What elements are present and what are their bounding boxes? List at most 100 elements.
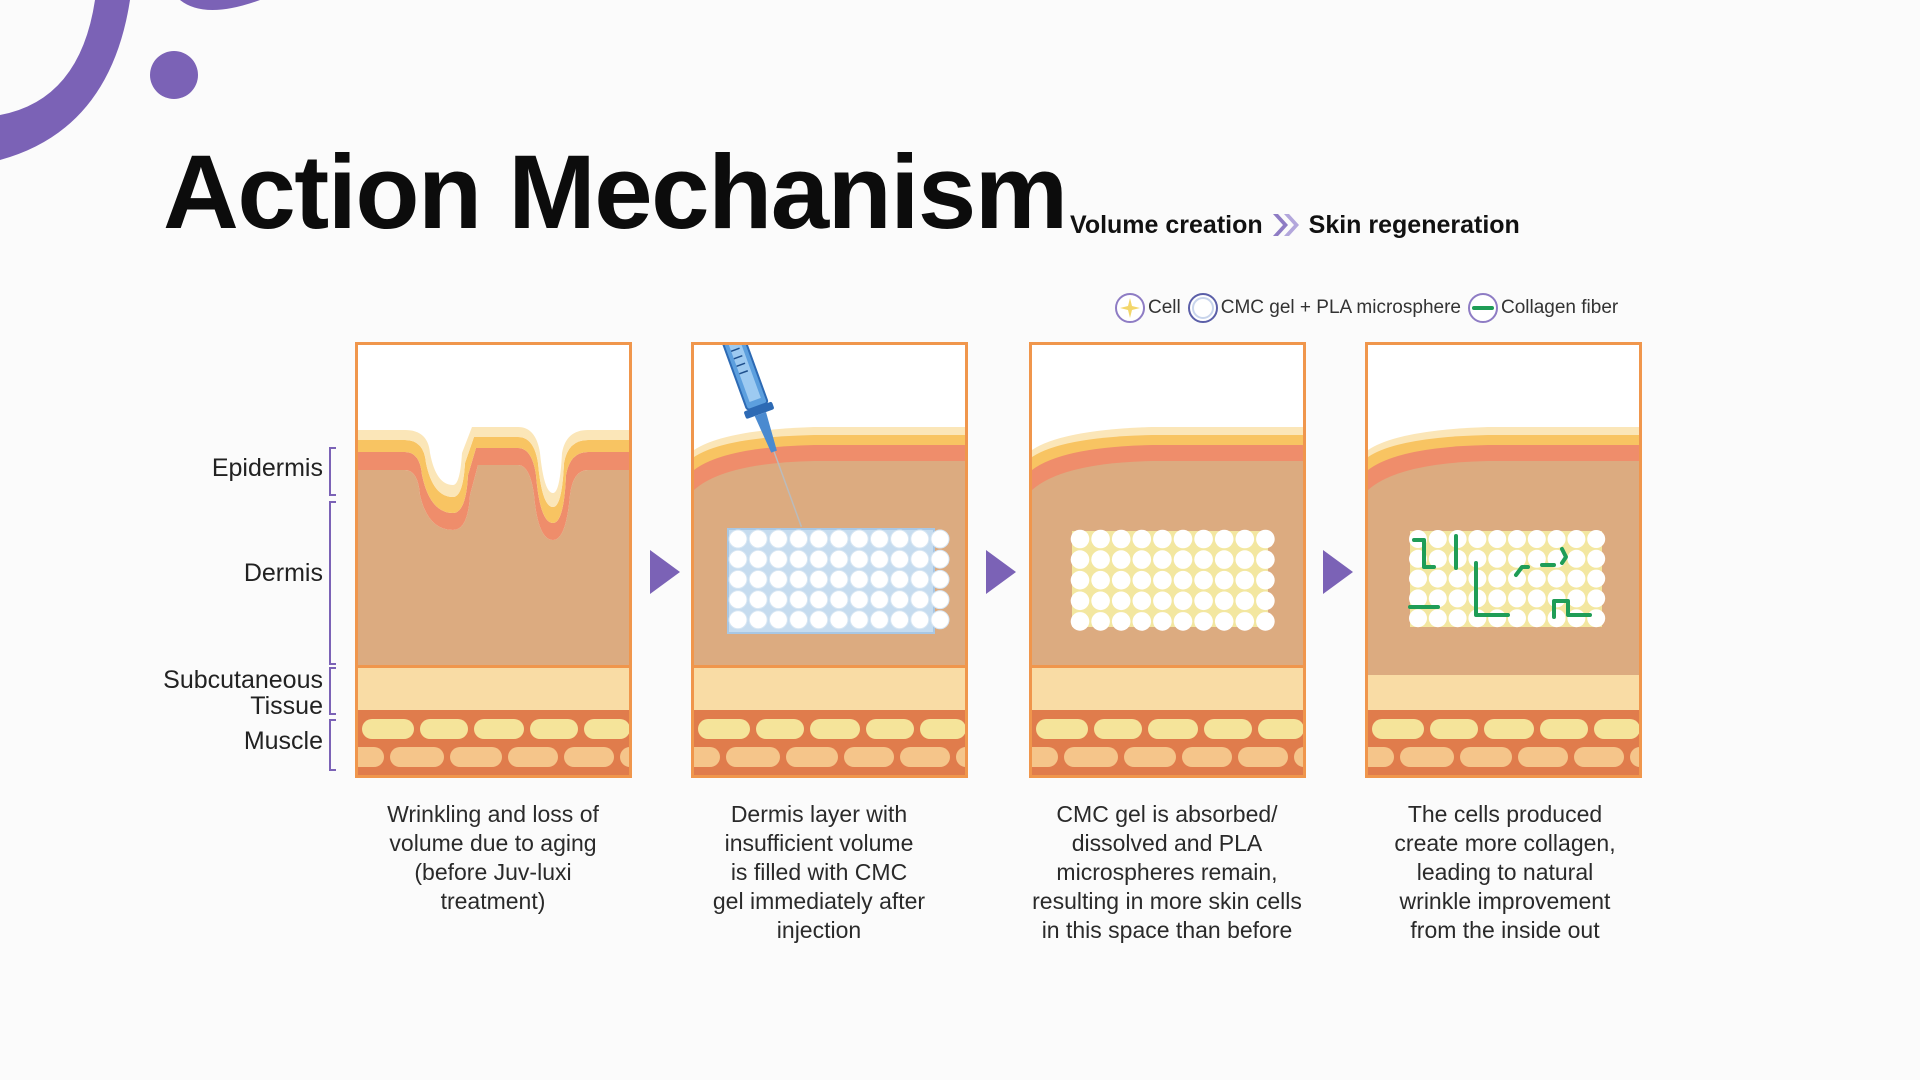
microsphere bbox=[1111, 612, 1131, 631]
microsphere bbox=[829, 529, 849, 549]
microsphere bbox=[809, 610, 829, 630]
microsphere bbox=[910, 610, 930, 630]
microsphere bbox=[809, 590, 829, 610]
legend-label-collagen: Collagen fiber bbox=[1500, 297, 1619, 318]
caption-line: Wrinkling and loss of bbox=[387, 801, 599, 827]
microsphere bbox=[890, 569, 910, 589]
label-subcutaneous-line2: Tissue bbox=[250, 692, 323, 721]
skin-diagram-aging bbox=[358, 345, 629, 775]
microsphere bbox=[1111, 570, 1131, 590]
microsphere bbox=[1468, 549, 1487, 568]
microsphere bbox=[1132, 591, 1152, 611]
microsphere bbox=[1173, 570, 1193, 590]
microsphere bbox=[1587, 530, 1606, 548]
microsphere bbox=[1235, 612, 1255, 631]
label-subcutaneous: Subcutaneous Tissue bbox=[163, 667, 323, 720]
microsphere bbox=[1567, 609, 1586, 628]
microsphere bbox=[1527, 609, 1546, 628]
microsphere bbox=[1256, 570, 1275, 590]
microsphere bbox=[869, 590, 889, 610]
decorative-corner-shapes bbox=[0, 0, 260, 160]
microsphere-icon bbox=[1187, 293, 1218, 323]
caption-line: create more collagen, bbox=[1394, 830, 1616, 856]
microsphere bbox=[910, 569, 930, 589]
microsphere bbox=[1547, 589, 1566, 608]
microsphere bbox=[768, 529, 788, 549]
microsphere bbox=[789, 529, 809, 549]
legend: Cell CMC gel + PLA microsphere Collagen … bbox=[1114, 292, 1624, 324]
microsphere bbox=[1132, 570, 1152, 590]
legend-label-cell: Cell bbox=[1148, 297, 1181, 318]
subtitle-skin-regeneration: Skin regeneration bbox=[1308, 210, 1520, 239]
label-subcutaneous-line1: Subcutaneous bbox=[163, 666, 323, 694]
skin-diagram-collagen bbox=[1368, 345, 1639, 775]
caption-line: (before Juv-luxi bbox=[414, 859, 572, 885]
caption-line: injection bbox=[776, 917, 862, 943]
microsphere bbox=[849, 529, 869, 549]
microsphere bbox=[930, 549, 950, 569]
microsphere bbox=[1153, 550, 1172, 569]
microsphere bbox=[728, 610, 748, 630]
microsphere bbox=[1091, 550, 1110, 569]
microsphere bbox=[1194, 612, 1213, 631]
microsphere bbox=[1547, 530, 1566, 548]
subtitle: Volume creation Skin regeneration bbox=[1070, 210, 1520, 240]
microsphere bbox=[1527, 589, 1546, 608]
microsphere bbox=[1132, 529, 1152, 549]
microsphere bbox=[1111, 591, 1131, 611]
microsphere bbox=[1488, 549, 1507, 568]
microsphere bbox=[748, 529, 768, 549]
caption-line: Dermis layer with bbox=[730, 801, 908, 827]
microsphere bbox=[1488, 609, 1507, 628]
microsphere bbox=[1428, 609, 1447, 628]
microsphere bbox=[809, 569, 829, 589]
microsphere bbox=[1547, 569, 1566, 588]
microsphere bbox=[1527, 530, 1546, 548]
microsphere bbox=[728, 549, 748, 569]
microsphere bbox=[1173, 550, 1193, 569]
microsphere bbox=[1173, 529, 1193, 549]
page-title: Action Mechanism bbox=[163, 134, 1068, 251]
microsphere bbox=[1567, 589, 1586, 608]
microsphere bbox=[1091, 612, 1110, 631]
microsphere bbox=[869, 549, 889, 569]
microsphere bbox=[1567, 530, 1586, 548]
microsphere bbox=[1428, 549, 1447, 568]
microsphere bbox=[1214, 570, 1234, 590]
microsphere bbox=[789, 549, 809, 569]
microsphere bbox=[1070, 612, 1090, 631]
double-chevron-icon bbox=[1272, 214, 1299, 236]
microsphere bbox=[1567, 549, 1586, 568]
microsphere bbox=[1508, 589, 1526, 608]
microsphere bbox=[789, 569, 809, 589]
microsphere bbox=[1508, 530, 1526, 548]
microsphere bbox=[1091, 529, 1110, 549]
caption-line: gel immediately after bbox=[712, 888, 926, 914]
microsphere bbox=[1587, 569, 1606, 588]
microsphere bbox=[869, 529, 889, 549]
microsphere bbox=[1194, 591, 1213, 611]
label-dermis: Dermis bbox=[243, 559, 323, 587]
caption-line: dissolved and PLA bbox=[1071, 830, 1263, 856]
step-panel-3 bbox=[1029, 342, 1306, 778]
microsphere bbox=[1091, 570, 1110, 590]
microsphere bbox=[768, 590, 788, 610]
legend-item-collagen: Collagen fiber bbox=[1467, 292, 1618, 324]
caption-line: leading to natural bbox=[1416, 859, 1594, 885]
microsphere bbox=[1468, 530, 1487, 548]
microsphere bbox=[1547, 609, 1566, 628]
microsphere bbox=[768, 610, 788, 630]
cell-icon bbox=[1115, 293, 1145, 323]
microsphere bbox=[1256, 591, 1275, 611]
microsphere bbox=[890, 590, 910, 610]
microsphere bbox=[1214, 529, 1234, 549]
microsphere bbox=[1173, 591, 1193, 611]
microsphere bbox=[910, 529, 930, 549]
microsphere bbox=[1409, 589, 1427, 608]
microsphere bbox=[1256, 550, 1275, 569]
microsphere bbox=[849, 590, 869, 610]
microsphere bbox=[1409, 569, 1427, 588]
microsphere bbox=[1194, 550, 1213, 569]
microsphere bbox=[1256, 529, 1275, 549]
microsphere bbox=[1508, 609, 1526, 628]
